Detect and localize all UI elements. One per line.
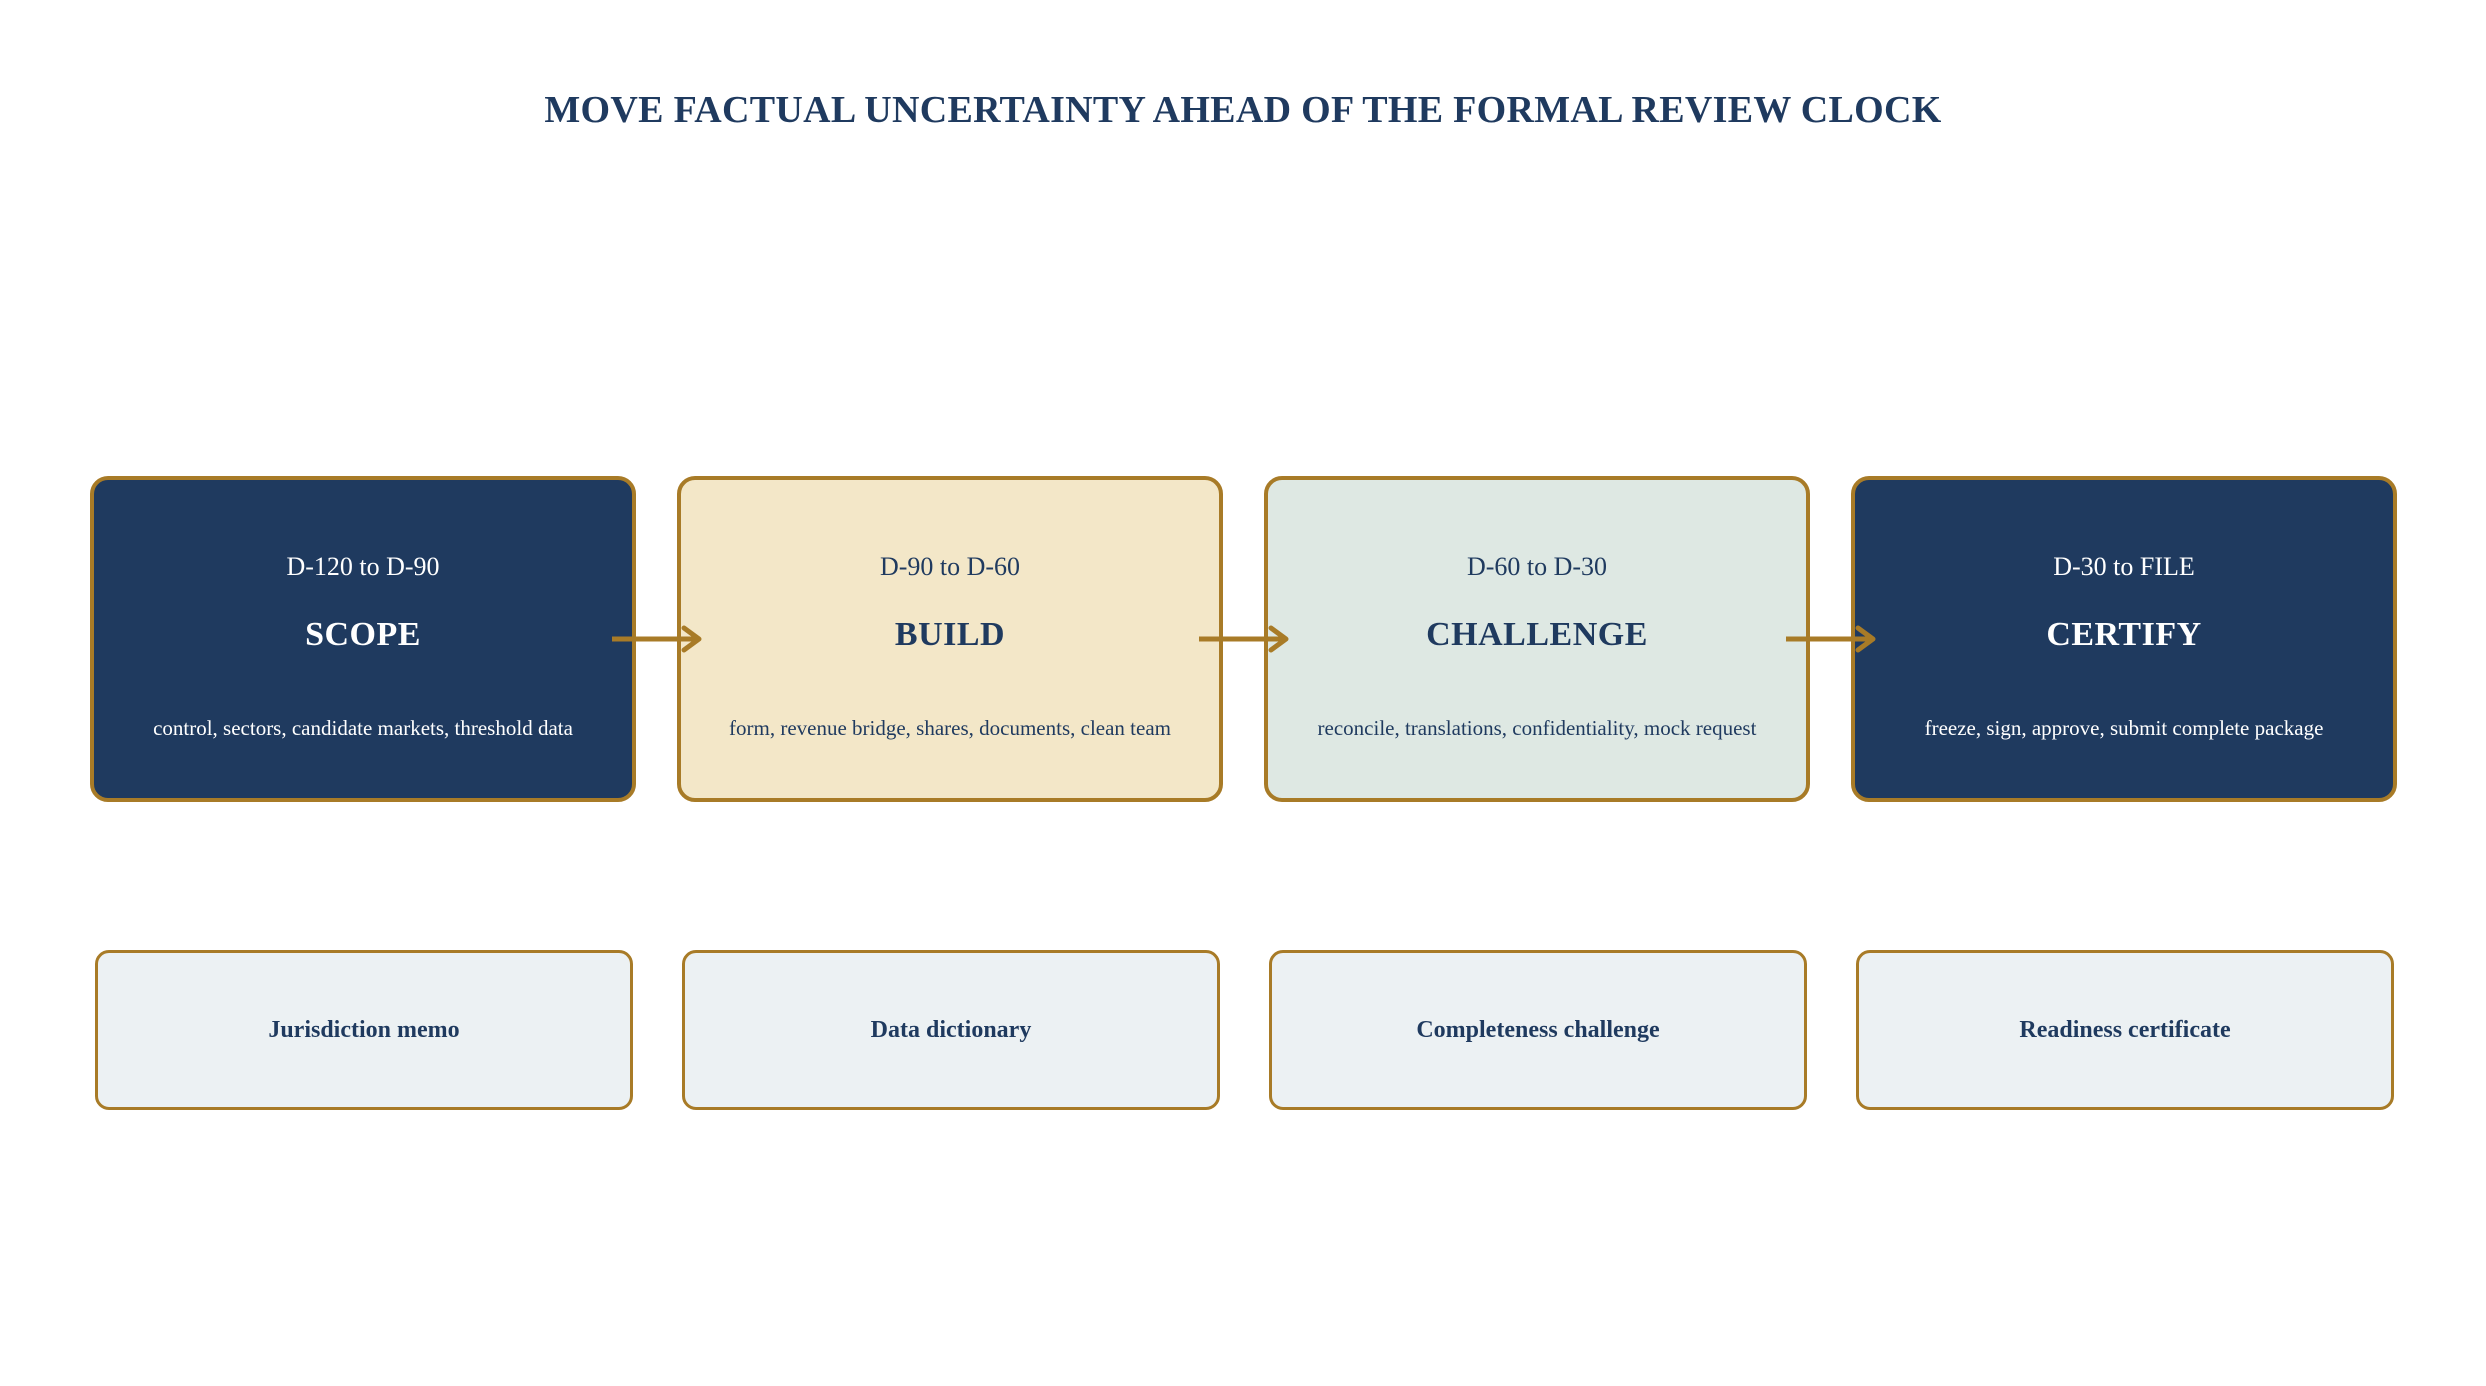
phase-name: SCOPE [305, 616, 421, 653]
phase-name: CHALLENGE [1426, 616, 1648, 653]
diagram-title: MOVE FACTUAL UNCERTAINTY AHEAD OF THE FO… [544, 89, 1942, 131]
deliverable-box: Completeness challenge [1269, 950, 1807, 1110]
phase-range: D-90 to D-60 [879, 552, 1021, 581]
phase-name: CERTIFY [2046, 616, 2202, 653]
deliverable-box: Readiness certificate [1856, 950, 2394, 1110]
phase-description: form, revenue bridge, shares, documents,… [729, 716, 1171, 740]
phase-description: freeze, sign, approve, submit complete p… [1924, 716, 2324, 740]
phase-name: BUILD [894, 616, 1006, 653]
phase-range: D-120 to D-90 [286, 552, 440, 581]
phase-box-challenge: D-60 to D-30 CHALLENGE reconcile, transl… [1264, 476, 1810, 802]
phase-range: D-30 to FILE [2053, 552, 2195, 581]
deliverable-box: Jurisdiction memo [95, 950, 633, 1110]
phase-description: reconcile, translations, confidentiality… [1317, 716, 1757, 740]
phase-box-certify: D-30 to FILE CERTIFY freeze, sign, appro… [1851, 476, 2397, 802]
phase-range: D-60 to D-30 [1466, 552, 1608, 581]
deliverable-box: Data dictionary [682, 950, 1220, 1110]
phase-box-build: D-90 to D-60 BUILD form, revenue bridge,… [677, 476, 1223, 802]
phase-description: control, sectors, candidate markets, thr… [153, 716, 573, 740]
phase-box-scope: D-120 to D-90 SCOPE control, sectors, ca… [90, 476, 636, 802]
